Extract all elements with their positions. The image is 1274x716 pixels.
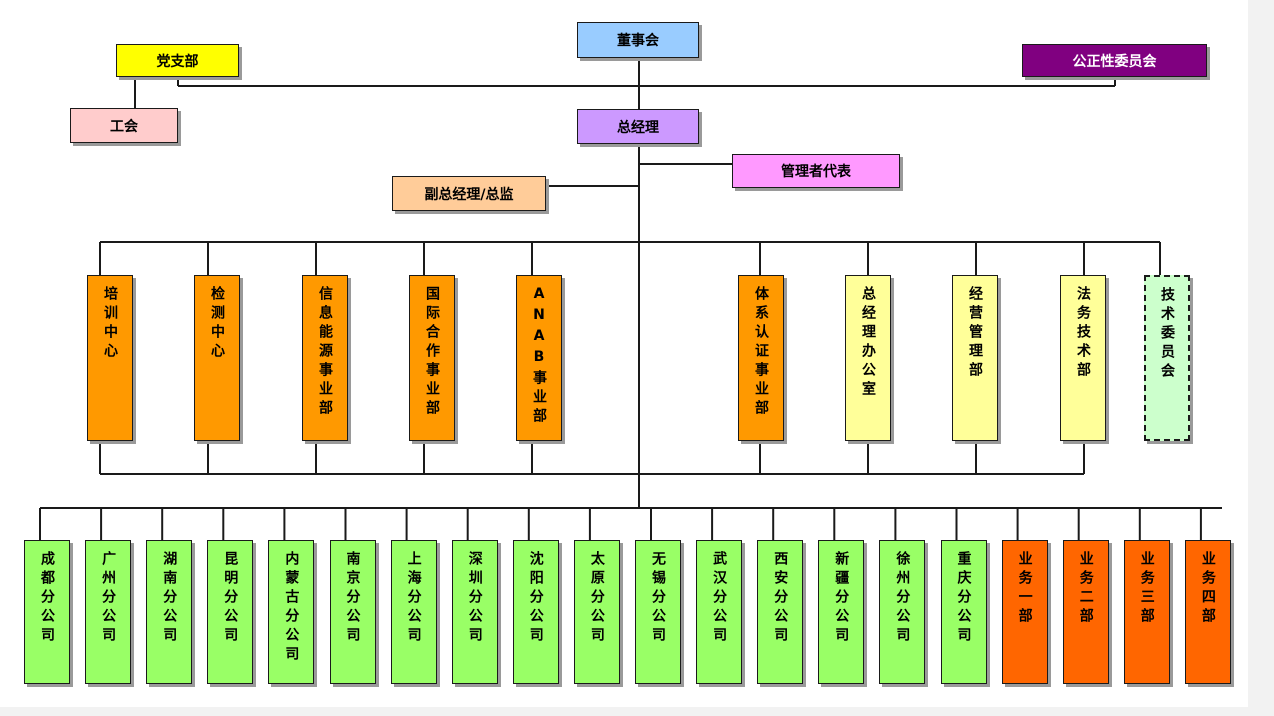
general-manager-box: 总经理 <box>577 109 699 144</box>
branch-box: 业务四部 <box>1184 540 1231 684</box>
branch-label: 深圳分公司 <box>466 551 483 646</box>
branch-label: 昆明分公司 <box>222 551 239 646</box>
department-box: 信息能源事业部 <box>302 275 348 441</box>
deputy-gm-label: 副总经理/总监 <box>424 186 514 203</box>
department-label: 法务技术部 <box>1075 286 1091 381</box>
department-label: 总经理办公室 <box>860 286 876 400</box>
department-label: 技术委员会 <box>1159 287 1175 382</box>
branch-label: 无锡分公司 <box>650 551 666 646</box>
branch-label: 新疆分公司 <box>833 551 850 646</box>
org-chart: 董事会 党支部 公正性委员会 工会 总经理 管理者代表 副总经理/总监 培训中心… <box>0 0 1248 707</box>
department-box: 总经理办公室 <box>845 275 891 441</box>
fairness-committee-label: 公正性委员会 <box>1072 53 1157 70</box>
branch-label: 业务四部 <box>1199 551 1216 627</box>
branch-box: 广州分公司 <box>85 540 132 684</box>
department-box: 法务技术部 <box>1060 275 1106 441</box>
department-label: 体系认证事业部 <box>753 286 769 419</box>
deputy-gm-box: 副总经理/总监 <box>392 176 546 211</box>
branch-label: 太原分公司 <box>588 551 605 646</box>
branch-box: 南京分公司 <box>329 540 376 684</box>
branch-label: 沈阳分公司 <box>527 551 544 646</box>
department-label: 国际合作事业部 <box>424 286 440 419</box>
connector-lines <box>39 54 1222 540</box>
branch-box: 业务三部 <box>1123 540 1170 684</box>
branch-label: 成都分公司 <box>39 551 55 646</box>
branch-box: 成都分公司 <box>24 540 70 684</box>
branch-label: 南京分公司 <box>344 551 361 646</box>
department-box: 培训中心 <box>87 275 133 441</box>
branch-label: 业务三部 <box>1138 551 1155 627</box>
branch-box: 新疆分公司 <box>818 540 865 684</box>
department-box: 体系认证事业部 <box>738 275 784 441</box>
department-label: 信息能源事业部 <box>317 286 333 419</box>
department-label: 检测中心 <box>209 286 225 362</box>
branch-label: 武汉分公司 <box>711 551 728 646</box>
branch-box: 深圳分公司 <box>451 540 498 684</box>
branch-label: 广州分公司 <box>100 551 117 646</box>
department-label: 培训中心 <box>102 286 118 362</box>
branch-label: 西安分公司 <box>772 551 789 646</box>
branch-box: 太原分公司 <box>573 540 620 684</box>
general-manager-label: 总经理 <box>617 119 659 136</box>
branch-box: 沈阳分公司 <box>512 540 559 684</box>
union-box: 工会 <box>70 108 178 143</box>
department-label: ANAB事业部 <box>531 286 547 427</box>
branch-label: 业务一部 <box>1016 551 1033 627</box>
branch-box: 武汉分公司 <box>696 540 743 684</box>
department-box: 技术委员会 <box>1144 275 1190 441</box>
board-box: 董事会 <box>577 22 699 58</box>
branch-label: 徐州分公司 <box>894 551 911 646</box>
management-rep-label: 管理者代表 <box>781 164 851 180</box>
branch-box: 业务二部 <box>1062 540 1109 684</box>
department-box: ANAB事业部 <box>516 275 562 441</box>
branch-box: 内蒙古分公司 <box>268 540 315 684</box>
branch-box: 徐州分公司 <box>879 540 926 684</box>
department-box: 经营管理部 <box>952 275 998 441</box>
management-rep-box: 管理者代表 <box>732 154 900 188</box>
party-branch-box: 党支部 <box>116 44 239 77</box>
branch-label: 业务二部 <box>1077 551 1094 627</box>
union-label: 工会 <box>110 118 138 135</box>
branch-box: 昆明分公司 <box>207 540 254 684</box>
department-box: 检测中心 <box>194 275 240 441</box>
department-box: 国际合作事业部 <box>409 275 455 441</box>
branch-box: 西安分公司 <box>757 540 804 684</box>
branch-label: 湖南分公司 <box>161 551 178 646</box>
branch-label: 重庆分公司 <box>955 551 972 646</box>
branch-label: 上海分公司 <box>405 551 422 646</box>
branch-box: 业务一部 <box>1001 540 1048 684</box>
branch-label: 内蒙古分公司 <box>283 551 300 665</box>
branch-box: 重庆分公司 <box>940 540 987 684</box>
board-label: 董事会 <box>617 33 659 49</box>
branch-box: 无锡分公司 <box>635 540 681 684</box>
party-branch-label: 党支部 <box>156 53 199 70</box>
fairness-committee-box: 公正性委员会 <box>1022 44 1207 77</box>
branch-box: 上海分公司 <box>390 540 437 684</box>
department-label: 经营管理部 <box>967 286 983 381</box>
branch-box: 湖南分公司 <box>146 540 193 684</box>
